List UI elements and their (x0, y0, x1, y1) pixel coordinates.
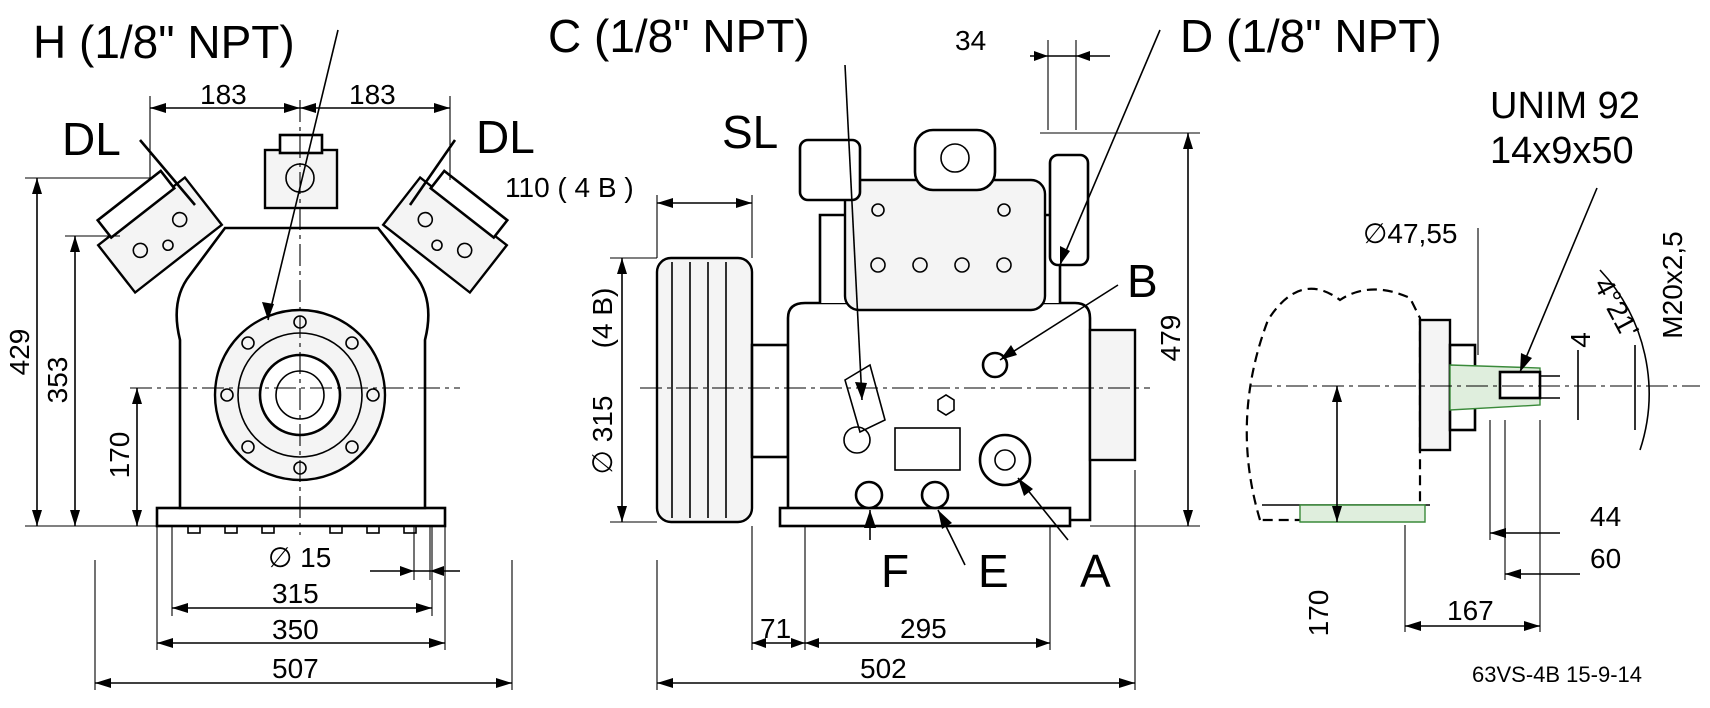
side-base-plate (778, 506, 1072, 528)
side-logo (843, 426, 871, 454)
dim-44: 44 (1590, 501, 1621, 532)
label-shaft-diameter: ∅47,55 (1363, 218, 1457, 249)
dim-353: 353 (42, 357, 73, 404)
label-f: F (881, 545, 909, 597)
side-top-fitting (913, 128, 997, 192)
drawing-code: 63VS-4B 15-9-14 (1472, 662, 1642, 687)
front-base-feet (187, 525, 417, 534)
label-dl-right: DL (476, 111, 535, 163)
side-suction-valve (798, 138, 862, 202)
side-port-e (920, 480, 950, 510)
shaft-detail-view (1245, 187, 1700, 632)
dim-4: 4 (1565, 332, 1596, 348)
shaft-seal-cover (1418, 318, 1452, 452)
dim-34: 34 (955, 25, 986, 56)
dim-315: 315 (272, 578, 319, 609)
label-pulley-grooves: 110 ( 4 B ) (505, 172, 634, 203)
dim-479: 479 (1155, 315, 1186, 362)
side-view (610, 29, 1200, 690)
front-base-plate (155, 506, 447, 528)
shaft-key (1498, 370, 1542, 400)
side-pulley-hub (750, 343, 790, 459)
label-c-npt: C (1/8" NPT) (548, 10, 810, 62)
front-view (25, 29, 513, 690)
dim-183-right: 183 (349, 79, 396, 110)
dim-429: 429 (4, 329, 35, 376)
label-a: A (1080, 545, 1111, 597)
front-right-cylinder-head (381, 169, 510, 295)
front-left-cylinder-head (95, 169, 224, 295)
side-port-f (854, 480, 884, 510)
front-flange-bolts (220, 315, 380, 475)
label-pulley-4b: (4 B) (587, 288, 618, 349)
dim-507: 507 (272, 653, 319, 684)
dim-170-left: 170 (104, 432, 135, 479)
label-thread: M20x2,5 (1657, 231, 1688, 338)
side-nameplate (894, 427, 961, 471)
side-oil-pump (1088, 328, 1137, 462)
side-discharge-valve (1048, 153, 1090, 267)
side-head-bolts (870, 203, 1012, 273)
label-dl-left: DL (62, 113, 121, 165)
label-pulley-diameter: ∅ 315 (587, 396, 618, 475)
dim-170-right: 170 (1303, 590, 1334, 637)
shaft-base-section (1299, 504, 1426, 523)
label-taper-angle: 4°21' (1588, 272, 1645, 342)
side-cylinder-heads (843, 178, 1047, 312)
dim-60: 60 (1590, 543, 1621, 574)
label-key-spec-2: 14x9x50 (1490, 130, 1634, 172)
dim-dia-15: ∅ 15 (268, 542, 331, 573)
label-b: B (1127, 255, 1158, 307)
dim-350: 350 (272, 614, 319, 645)
dim-502: 502 (860, 653, 907, 684)
dim-183-left: 183 (200, 79, 247, 110)
label-h-npt: H (1/8" NPT) (33, 16, 295, 68)
dim-167: 167 (1447, 595, 1494, 626)
side-port-a (978, 433, 1032, 487)
front-top-fitting (263, 148, 339, 210)
front-left-discharge-valve (139, 139, 196, 206)
label-e: E (978, 545, 1009, 597)
shaft-housing-break-line (1245, 287, 1422, 522)
dim-71: 71 (760, 613, 791, 644)
label-d-npt: D (1/8" NPT) (1180, 10, 1442, 62)
label-key-spec-1: UNIM 92 (1490, 85, 1640, 127)
dim-295: 295 (900, 613, 947, 644)
front-right-discharge-valve (408, 139, 457, 206)
label-sl: SL (722, 106, 778, 158)
